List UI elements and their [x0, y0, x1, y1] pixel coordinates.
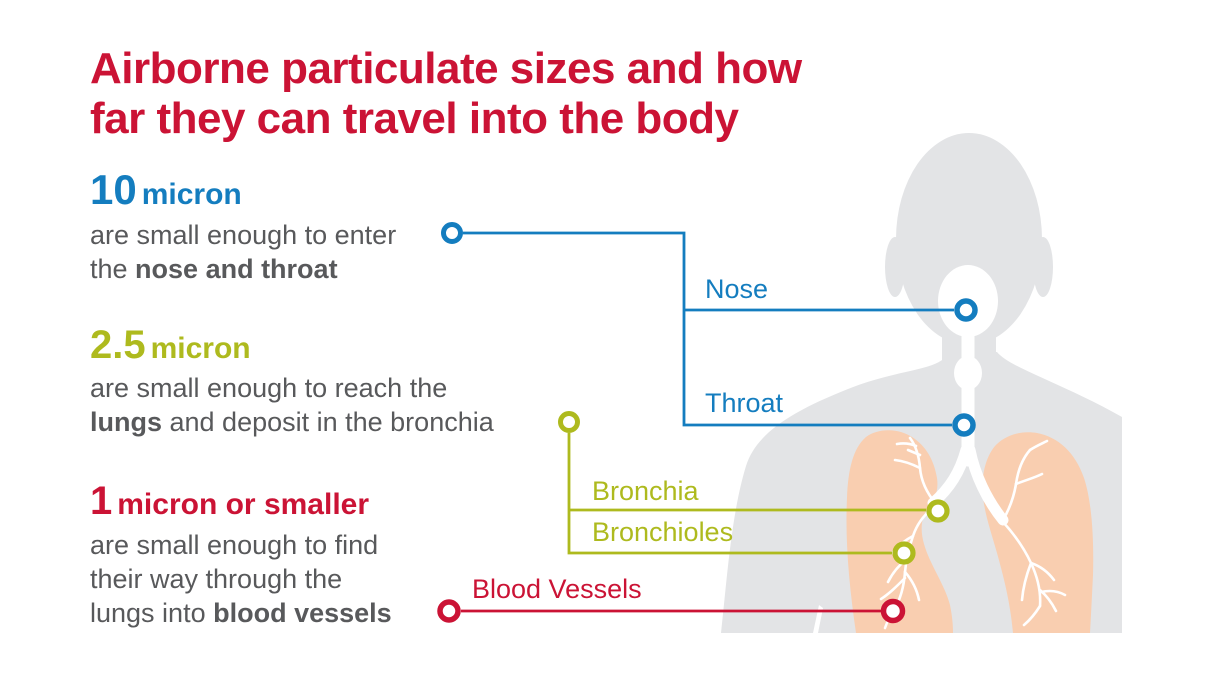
bronchial-tree-right — [1001, 439, 1067, 627]
particle-description-25: are small enough to reach the lungs and … — [90, 371, 590, 439]
right-lung-shape — [982, 432, 1094, 633]
head-shape — [896, 133, 1042, 345]
description-bold-text: blood vessels — [213, 598, 392, 628]
particle-size-value: 1 — [90, 479, 113, 523]
nose-marker-ring — [954, 298, 978, 322]
particle-size-unit: micron or smaller — [117, 488, 370, 521]
blood-vessels-marker-ring — [880, 598, 906, 624]
description-text: are small enough to reach the — [90, 373, 448, 403]
description-text: and deposit in the bronchia — [162, 407, 494, 437]
left-bronchus-shape — [927, 444, 972, 509]
10-micron-marker-ring — [441, 222, 463, 244]
particle-size-unit: micron — [141, 178, 242, 211]
nose-label: Nose — [705, 274, 769, 304]
bronchia-marker-ring — [926, 499, 950, 523]
connector-red — [437, 598, 906, 624]
particle-description-10: are small enough to enter the nose and t… — [90, 218, 590, 286]
connector-blue — [441, 222, 978, 437]
throat-marker-ring — [952, 413, 976, 437]
bronchioles-label: Bronchioles — [592, 517, 734, 547]
bronchioles-marker-ring — [892, 541, 916, 565]
1-micron-marker-ring — [437, 599, 461, 623]
right-bronchus-shape — [964, 444, 1009, 526]
particle-description-1: are small enough to find their way throu… — [90, 528, 590, 630]
25-micron-marker-ring — [558, 411, 580, 433]
description-bold-text: nose and throat — [135, 254, 338, 284]
left-lung-shape — [846, 430, 953, 633]
connector-olive — [558, 411, 950, 565]
description-bold-text: lungs — [90, 407, 162, 437]
lungs — [846, 430, 1094, 633]
bronchia-label: Bronchia — [592, 476, 699, 506]
olive-connector-line — [567, 433, 892, 555]
description-text: are small enough to enter the — [90, 220, 397, 284]
particle-size-value: 2.5 — [90, 323, 146, 367]
particle-size-unit: micron — [150, 332, 251, 365]
infographic-title: Airborne particulate sizes and how far t… — [90, 44, 802, 143]
blood-vessels-label: Blood Vessels — [472, 574, 642, 604]
particle-size-value: 10 — [90, 166, 137, 213]
blue-connector-line — [463, 231, 952, 427]
throat-label: Throat — [705, 388, 784, 418]
description-text: are small enough to find their way throu… — [90, 530, 379, 628]
